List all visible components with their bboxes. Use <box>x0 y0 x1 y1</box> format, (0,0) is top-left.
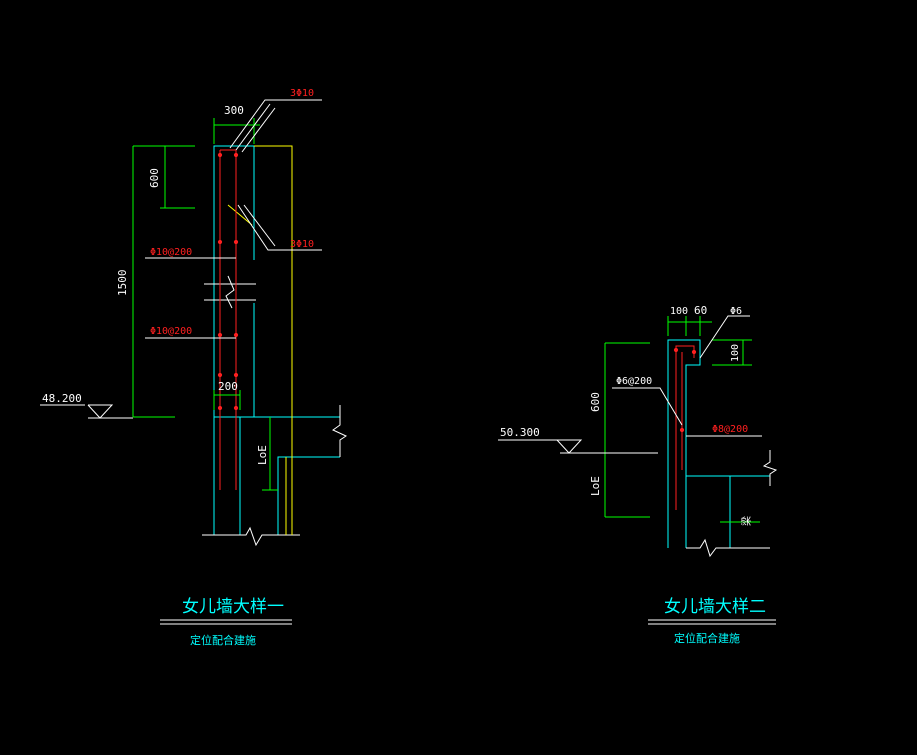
detail-2-dim-w2: 60 <box>694 304 707 317</box>
detail-2-label-beam: 梁 <box>740 516 753 526</box>
detail-2 <box>498 315 778 625</box>
detail-1 <box>40 99 348 625</box>
detail-1-label-stirrup-2: Φ10@200 <box>150 326 192 337</box>
detail-1-label-stirrup-1: Φ10@200 <box>150 247 192 258</box>
detail-2-label-stirrup-1: Φ6@200 <box>616 376 652 387</box>
detail-2-title: 女儿墙大样二 <box>664 597 766 617</box>
detail-1-elevation: 48.200 <box>42 392 82 405</box>
detail-2-wall-outline <box>667 339 778 558</box>
detail-2-label-bar: Φ6 <box>730 306 742 317</box>
detail-2-dim-anchor: LoE <box>589 476 602 496</box>
detail-2-subtitle: 定位配合建施 <box>674 631 740 645</box>
detail-2-dim-w1: 100 <box>670 306 688 317</box>
detail-1-label-top-bars: 3Φ10 <box>290 88 314 99</box>
detail-1-finish-layer <box>219 145 293 535</box>
detail-1-label-mid-bars: 3Φ10 <box>290 239 314 250</box>
detail-1-dim-width: 300 <box>224 104 244 117</box>
detail-2-elevation: 50.300 <box>500 426 540 439</box>
detail-2-title-underline <box>648 619 776 625</box>
detail-2-rebar <box>673 345 697 510</box>
detail-1-leaders <box>40 99 322 419</box>
detail-1-title-underline <box>160 619 292 625</box>
detail-1-subtitle: 定位配合建施 <box>190 633 256 647</box>
detail-2-dim-h-small: 100 <box>730 344 741 362</box>
detail-2-dim-height: 600 <box>589 392 602 412</box>
detail-2-label-stirrup-2: Φ8@200 <box>712 424 748 435</box>
detail-1-dim-anchor: LoE <box>256 445 269 465</box>
detail-1-dim-height: 1500 <box>116 270 129 297</box>
detail-1-dimensions <box>132 118 278 491</box>
detail-1-rebar <box>217 149 239 490</box>
detail-1-dim-top-zone: 600 <box>148 168 161 188</box>
detail-1-dim-base-width: 200 <box>218 380 238 393</box>
detail-2-leaders <box>498 315 762 454</box>
detail-1-wall-outline <box>202 145 348 547</box>
detail-1-title: 女儿墙大样一 <box>182 597 284 617</box>
